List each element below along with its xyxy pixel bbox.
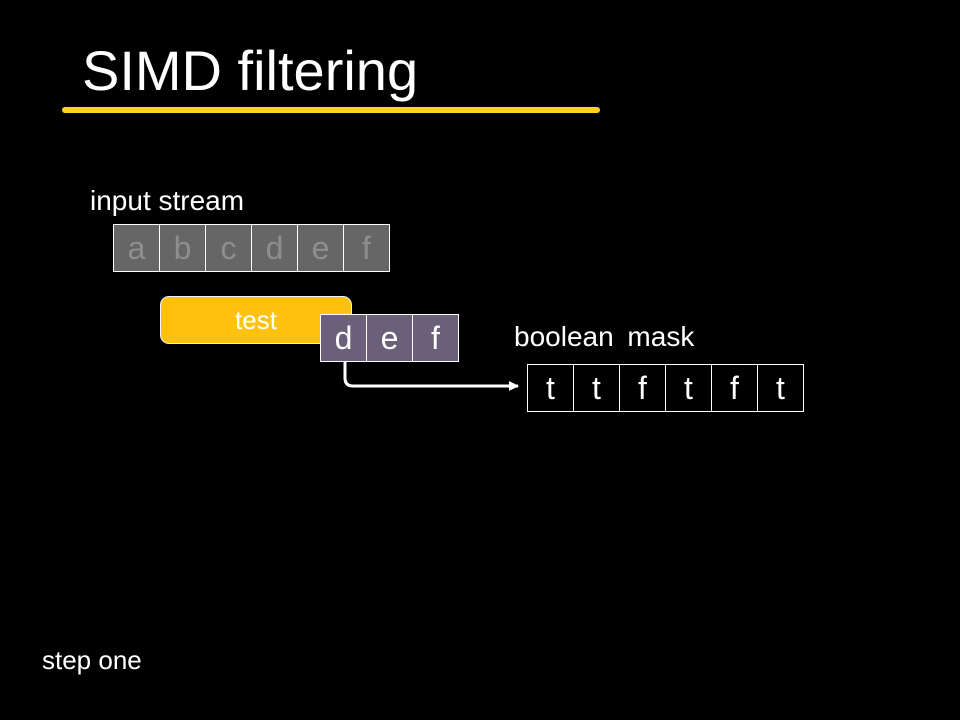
window-cell: d xyxy=(320,314,367,362)
input-cell: d xyxy=(251,224,298,272)
mask-cell: t xyxy=(757,364,804,412)
step-label: step one xyxy=(42,645,142,675)
mask-cell: f xyxy=(619,364,666,412)
boolean-mask: t t f t f t xyxy=(527,364,804,412)
input-cell: a xyxy=(113,224,160,272)
simd-window: d e f xyxy=(320,314,459,362)
mask-cell: f xyxy=(711,364,758,412)
title-underline xyxy=(62,107,600,113)
input-cell: f xyxy=(343,224,390,272)
boolean-mask-label: boolean mask xyxy=(514,321,695,352)
input-stream-label: input stream xyxy=(90,185,245,216)
input-cell: e xyxy=(297,224,344,272)
mask-cell: t xyxy=(527,364,574,412)
test-label: test xyxy=(235,305,277,335)
window-cell: e xyxy=(366,314,413,362)
mask-cell: t xyxy=(665,364,712,412)
mask-cell: t xyxy=(573,364,620,412)
input-cell: b xyxy=(159,224,206,272)
slide-title: SIMD filtering xyxy=(82,39,419,102)
input-stream: a b c d e f xyxy=(113,224,390,272)
window-cell: f xyxy=(412,314,459,362)
